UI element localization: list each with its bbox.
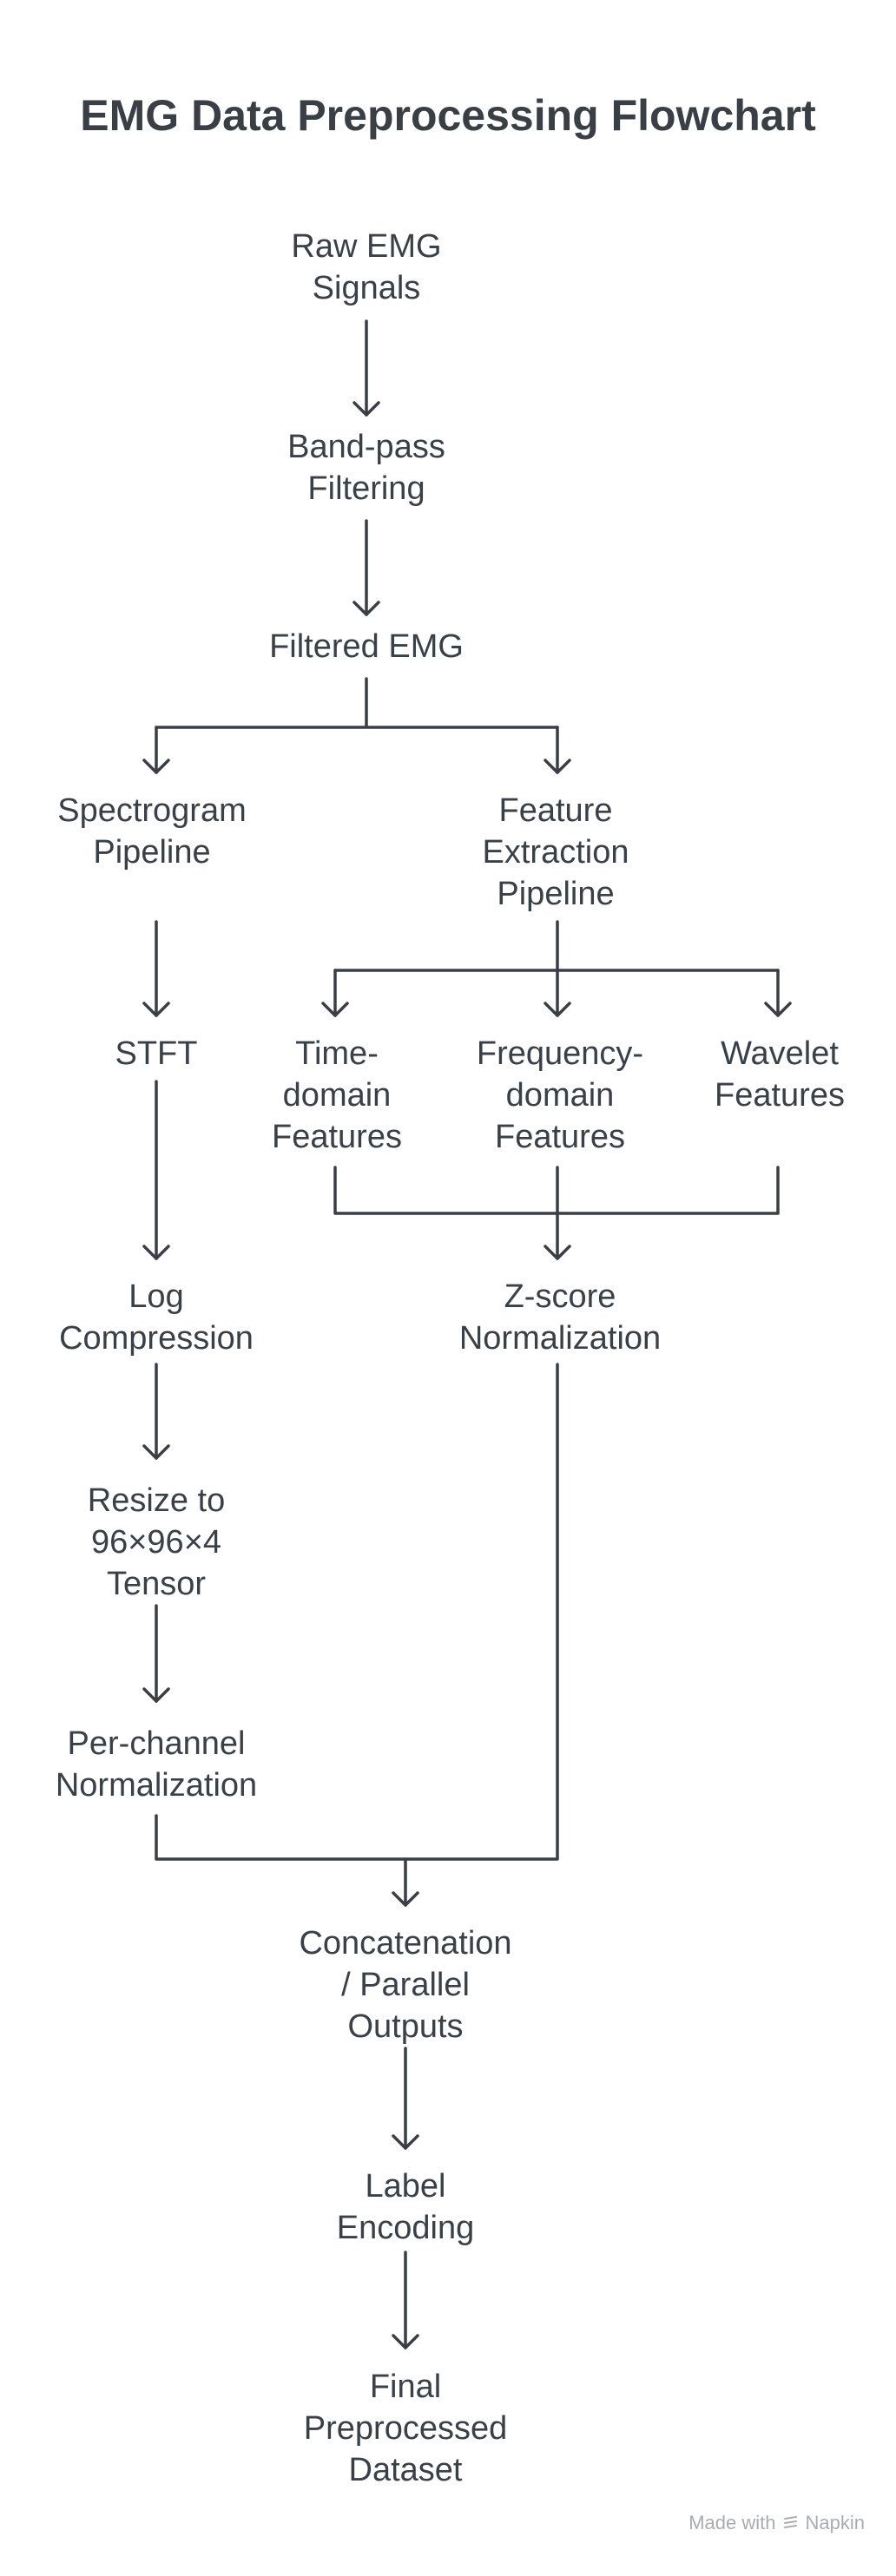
arrow-to-time-domain-head [321, 1002, 349, 1017]
connector-merge-outputs [155, 1363, 559, 1861]
arrow-to-feature-pipeline-head [544, 759, 571, 774]
node-spectrogram-pipeline: Spectrogram Pipeline [57, 792, 247, 871]
node-final-dataset: Final Preprocessed Dataset [303, 2369, 508, 2488]
arrow-stft-to-log-head [142, 1245, 170, 1260]
arrow-to-concatenation-head [392, 1891, 419, 1907]
node-frequency-domain-features: Frequency- domain Features [476, 1035, 644, 1155]
node-per-channel-normalization: Per-channel Normalization [55, 1725, 258, 1804]
node-log-compression: Log Compression [59, 1278, 254, 1357]
node-time-domain-features: Time- domain Features [272, 1035, 402, 1155]
page-title: EMG Data Preprocessing Flowchart [80, 91, 816, 140]
node-wavelet-features: Wavelet Features [715, 1035, 845, 1114]
arrow-resize-to-perchannel-head [142, 1687, 170, 1703]
arrow-bandpass-to-filtered-head [352, 601, 380, 616]
arrow-log-to-resize-head [142, 1444, 170, 1460]
arrow-to-wavelet-head [764, 1002, 792, 1017]
arrow-concat-to-label-head [392, 2134, 419, 2150]
node-label-encoding: Label Encoding [336, 2168, 475, 2246]
connector-split-features [333, 920, 780, 972]
arrow-label-to-final-head [392, 2334, 419, 2349]
arrow-to-spectrogram-head [142, 759, 170, 774]
node-zscore-normalization: Z-score Normalization [458, 1278, 662, 1357]
node-filtered-emg: Filtered EMG [269, 628, 464, 665]
arrow-to-frequency-domain-head [544, 1002, 571, 1017]
node-raw-emg: Raw EMG Signals [291, 228, 442, 306]
node-concatenation-outputs: Concatenation / Parallel Outputs [299, 1925, 512, 2045]
arrow-spectrogram-to-stft-head [142, 1002, 170, 1017]
watermark-brand: Napkin [805, 2512, 865, 2533]
node-bandpass-filtering: Band-pass Filtering [287, 429, 445, 507]
napkin-watermark: Made with Napkin [688, 2512, 865, 2534]
node-resize-tensor: Resize to 96×96×4 Tensor [87, 1482, 226, 1602]
napkin-logo-icon [783, 2515, 799, 2531]
connector-split-filtered [155, 677, 559, 729]
arrow-to-zscore-head [544, 1245, 571, 1260]
arrow-raw-to-bandpass-head [352, 401, 380, 417]
node-feature-extraction-pipeline: Feature Extraction Pipeline [482, 792, 629, 912]
node-stft: STFT [115, 1035, 198, 1072]
watermark-text: Made with [688, 2512, 776, 2533]
